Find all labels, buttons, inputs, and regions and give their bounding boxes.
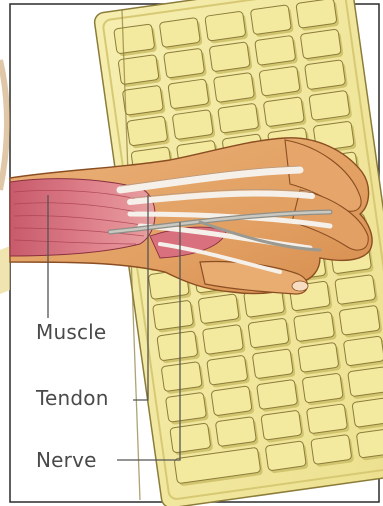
keyboard-key [298, 342, 339, 372]
keyboard-key [309, 90, 350, 120]
keyboard-key [352, 397, 383, 427]
keyboard-key [348, 367, 383, 397]
keyboard-key [127, 116, 168, 146]
keyboard-key [296, 0, 337, 28]
keyboard-key [172, 110, 213, 140]
keyboard-key [211, 386, 252, 416]
keyboard-key [255, 35, 296, 65]
keyboard-key [170, 423, 211, 453]
keyboard-key [209, 42, 250, 72]
keyboard-key [302, 373, 343, 403]
keyboard-key [293, 312, 334, 342]
keyboard-key [263, 97, 304, 127]
keyboard-key [306, 404, 347, 434]
keyboard-key [311, 434, 352, 464]
keyboard-key [207, 355, 248, 385]
keyboard-key [213, 72, 254, 102]
keyboard-key [305, 60, 346, 90]
keyboard-key [161, 362, 202, 392]
keyboard-key [114, 24, 155, 54]
keyboard-key [335, 275, 376, 305]
keyboard-key [300, 29, 341, 59]
keyboard-key [202, 324, 243, 354]
keyboard-key [165, 392, 206, 422]
keyboard-key [259, 66, 300, 96]
muscle-label: Muscle [36, 320, 106, 344]
keyboard-key [339, 305, 380, 335]
keyboard-key [261, 410, 302, 440]
keyboard-key [159, 17, 200, 47]
keyboard-key [205, 11, 246, 41]
keyboard-key [250, 5, 291, 35]
keyboard-key [168, 79, 209, 109]
keyboard-key [257, 379, 298, 409]
keyboard-key [248, 318, 289, 348]
keyboard-key [164, 48, 205, 78]
keyboard-key [265, 441, 306, 471]
tendon-label: Tendon [36, 386, 109, 410]
keyboard-key [198, 294, 239, 324]
keyboard-key [215, 417, 256, 447]
nerve-label: Nerve [36, 448, 97, 472]
keyboard-key [157, 331, 198, 361]
keyboard-key [356, 428, 383, 458]
keyboard-key [343, 336, 383, 366]
keyboard-key [218, 103, 259, 133]
keyboard-key [252, 349, 293, 379]
keyboard-key [122, 85, 163, 115]
keyboard-key [153, 300, 194, 330]
